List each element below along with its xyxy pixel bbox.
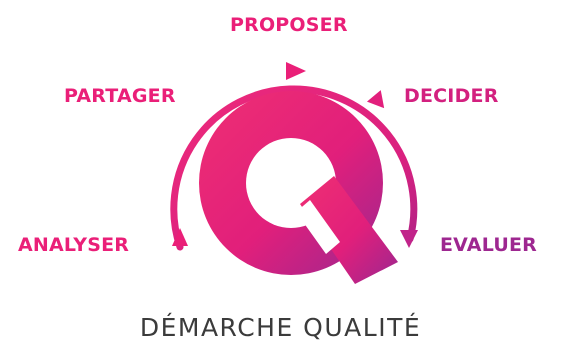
arrow-upper-right-icon (366, 90, 385, 109)
step-label-evaluer: EVALUER (440, 234, 537, 256)
q-letter-icon (199, 91, 398, 284)
step-label-analyser: ANALYSER (18, 234, 130, 256)
arrow-down-right-icon (400, 230, 418, 248)
diagram-caption: DÉMARCHE QUALITÉ (139, 313, 422, 342)
step-label-partager: PARTAGER (64, 85, 176, 107)
step-label-proposer: PROPOSER (230, 14, 348, 36)
arrow-top-right-icon (286, 62, 306, 80)
arrow-up-left-icon (172, 228, 188, 246)
step-label-decider: DECIDER (404, 85, 499, 107)
cycle-arc (170, 85, 418, 251)
